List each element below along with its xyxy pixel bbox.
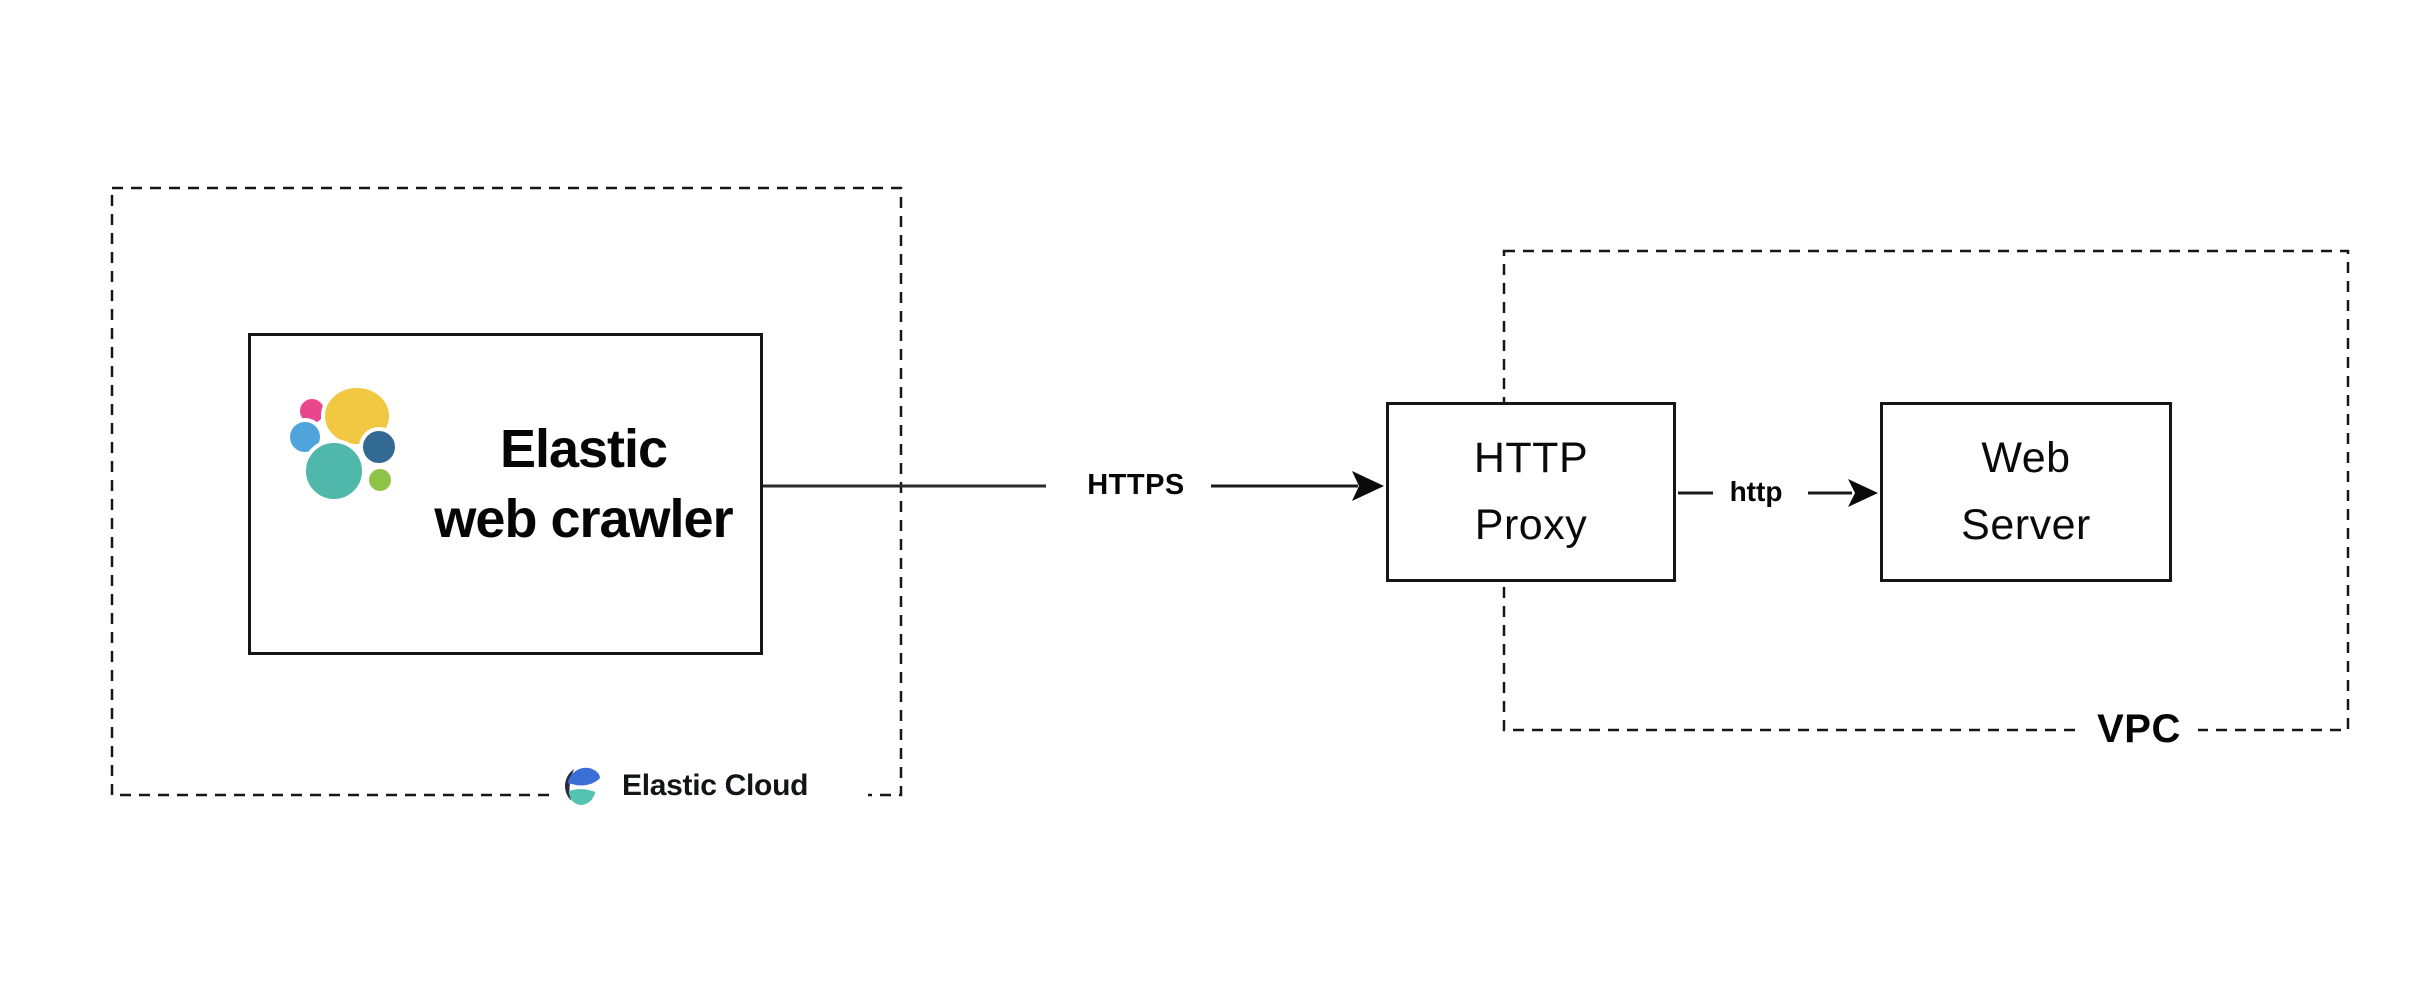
node-http-proxy: HTTP Proxy (1386, 402, 1676, 582)
elastic-logo-navy-blob (359, 427, 399, 467)
node-web-server: Web Server (1880, 402, 2172, 582)
crawler-label: Elastic web crawler (411, 414, 756, 554)
crawler-label-line2: web crawler (434, 489, 733, 549)
elastic-logo-blue-blob (289, 418, 324, 456)
vpc-boundary (1502, 249, 2350, 732)
elastic-logo-teal-blob (302, 439, 366, 503)
http-proxy-label-line2: Proxy (1474, 501, 1588, 549)
elastic-logo-icon (289, 386, 399, 503)
vpc-caption: VPC (2080, 703, 2198, 755)
elastic-cloud-caption-text: Elastic Cloud (622, 769, 809, 802)
node-elastic-web-crawler: Elastic web crawler (248, 333, 763, 655)
elastic-cloud-logo-icon (565, 767, 600, 805)
edge-http-arrowhead (1848, 479, 1878, 507)
elastic-cloud-logo-teal-arc (568, 789, 596, 805)
web-server-label-line1: Web (1981, 434, 2071, 482)
http-proxy-label-line1: HTTP (1473, 434, 1589, 482)
elastic-cloud-boundary (110, 186, 903, 797)
edge-https-arrowhead (1352, 471, 1384, 501)
web-server-label-line2: Server (1961, 501, 2091, 549)
elastic-cloud-logo-blue-arc (567, 767, 600, 786)
elastic-logo-green-blob (365, 465, 395, 495)
http-proxy-label: HTTP Proxy (1389, 405, 1673, 579)
elastic-cloud-logo-dark-crescent (565, 769, 575, 801)
edge-label-http: http (1729, 476, 1783, 507)
crawler-label-line1: Elastic (499, 419, 668, 479)
elastic-cloud-caption: Elastic Cloud (550, 754, 868, 818)
web-server-label: Web Server (1883, 405, 2169, 579)
edge-label-https: HTTPS (1087, 468, 1185, 501)
